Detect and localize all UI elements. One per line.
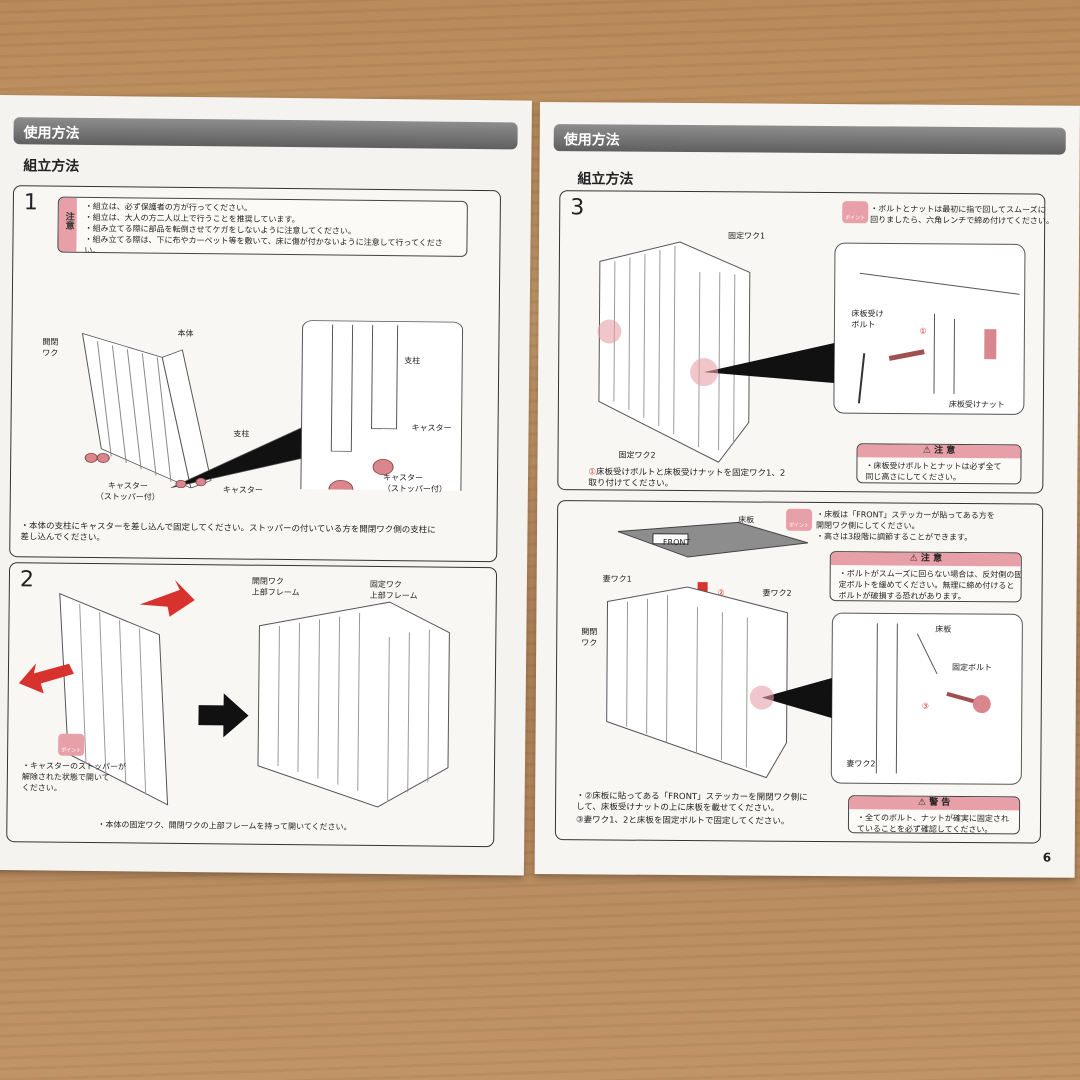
label-step-1-marker: ①: [919, 326, 927, 336]
label-caster-stopper: キャスター （ストッパー付）: [95, 481, 160, 502]
caution-label: 注意: [58, 197, 77, 252]
caution-list: ・組立は、必ず保護者の方が行ってください。 ・組立は、大人の方二人以上で行うこと…: [76, 198, 467, 256]
label-body: 本体: [177, 328, 194, 339]
label-floor-bolt: 床板受け ボルト: [851, 309, 884, 330]
label-open-frame: 開閉 ワク: [42, 337, 59, 358]
caution-title: ⚠ 注 意: [830, 552, 1021, 567]
label-floor-nut: 床板受けナット: [948, 399, 1005, 410]
instruction-text: 床板受けボルトと床板受けナットを固定ワク1、2 取り付けてください。: [588, 467, 786, 489]
section-subheader: 組立方法: [23, 158, 80, 175]
label-fixing-bolt: 固定ボルト: [952, 662, 993, 673]
step4-point: ・床板は「FRONT」ステッカーが貼ってある方を 開閉ワク側にしてください。 ・…: [815, 509, 995, 543]
label-fixed-top-frame: 固定ワク 上部フレーム: [369, 579, 418, 601]
step2-point: ・キャスターのストッパーが 解除された状態で開いて ください。: [21, 761, 127, 793]
step3-box: 3 固定ワク1 固定ワク2 床板受け ボルト ① 床板受けナット ポイント ・ボ…: [557, 190, 1054, 494]
label-fixed-frame-1: 固定ワク1: [728, 231, 766, 241]
point-icon: ポイント: [842, 201, 869, 224]
step1-box: 1 注意 ・組立は、必ず保護者の方が行ってください。 ・組立は、大人の方二人以上…: [9, 185, 502, 563]
label-end-frame-2-detail: 妻ワク2: [846, 759, 876, 769]
label-caster-detail: キャスター: [411, 423, 452, 433]
label-floorboard-detail: 床板: [935, 624, 952, 634]
section-subheader: 組立方法: [577, 171, 634, 188]
right-page: 使用方法 組立方法 3 固定ワク1 固定ワク2 床板受け ボルト ① 床板受けナ…: [534, 102, 1080, 878]
step4-caution: ⚠ 注 意・ボルトがスムーズに回らない場合は、反対側の固 定ボルトを緩めてくださ…: [829, 551, 1022, 603]
step3-instruction: ①床板受けボルトと床板受けナットを固定ワク1、2 取り付けてください。: [588, 467, 785, 490]
label-floorboard: 床板: [738, 515, 755, 525]
label-end-frame-1: 妻ワク1: [602, 574, 632, 584]
front-sticker-label: FRONT: [662, 537, 691, 548]
warning-title: ⚠ 警 告: [849, 796, 1020, 811]
caution-text: ・ボルトがスムーズに回らない場合は、反対側の固 定ボルトを緩めてください。無理に…: [838, 569, 1022, 601]
crib-opening-illustration: [18, 579, 450, 808]
label-fixed-frame-2: 固定ワク2: [618, 450, 656, 460]
step4-warning: ⚠ 警 告・全てのボルト、ナットが確実に固定され ていることを必ず確認してくださ…: [847, 795, 1021, 835]
step4-instruction-2: ・②床板に貼ってある「FRONT」ステッカーを開閉ワク側に して、床板受けナット…: [576, 791, 808, 814]
caution-text: ・床板受けボルトとナットは必ず全て 同じ高さにしてください。: [865, 461, 1002, 482]
step2-instruction: ・本体の固定ワク、開閉ワクの上部フレームを持って開いてください。: [97, 820, 352, 832]
step3-point: ・ボルトとナットは最初に指で回してスムーズに 回りましたら、六角レンチで締め付け…: [870, 204, 1054, 226]
label-open-frame: 開閉 ワク: [581, 627, 598, 648]
label-step-3-marker: ③: [921, 701, 929, 711]
crib-floorboard-illustration: [606, 521, 1023, 785]
step4-instruction-3: ③妻ワク1、2と床板を固定ボルトで固定してください。: [575, 815, 790, 827]
crib-folded-illustration: [81, 320, 464, 492]
caution-title: ⚠ 注 意: [857, 444, 1021, 459]
left-page: 使用方法 組立方法 1 注意 ・組立は、必ず保護者の方が行ってください。 ・組立…: [0, 95, 532, 876]
label-end-frame-2: 妻ワク2: [762, 588, 792, 598]
label-step-2-marker: ②: [717, 588, 725, 598]
step-number: 3: [570, 195, 585, 221]
point-icon: ポイント: [58, 733, 85, 756]
step1-instruction: ・本体の支柱にキャスターを差し込んで固定してください。ストッパーの付いている方を…: [20, 521, 436, 544]
label-post-detail: 支柱: [404, 356, 421, 366]
step4-box: FRONT 床板 妻ワク1 妻ワク2 ② 開閉 ワク 床板 固定ボルト ③ 妻ワ…: [554, 500, 1044, 844]
warning-text: ・全てのボルト、ナットが確実に固定され ていることを必ず確認してください。: [856, 813, 1009, 835]
section-header: 使用方法: [553, 124, 1066, 155]
step1-caution: 注意 ・組立は、必ず保護者の方が行ってください。 ・組立は、大人の方二人以上で行…: [57, 196, 468, 257]
step-number: 1: [23, 190, 39, 216]
label-open-top-frame: 開閉ワク 上部フレーム: [251, 576, 300, 598]
label-caster-stopper-detail: キャスター （ストッパー付）: [382, 473, 447, 494]
step3-caution: ⚠ 注 意・床板受けボルトとナットは必ず全て 同じ高さにしてください。: [856, 443, 1022, 485]
marker: ①: [588, 467, 597, 478]
caution-item: ・組み立てる際は、下に布やカーペット等を敷いて、床に傷が付かないように注意して行…: [84, 234, 443, 256]
section-header: 使用方法: [13, 117, 518, 150]
crib-bolt-illustration: [597, 241, 1026, 463]
page-number: 6: [1042, 850, 1052, 865]
step2-box: 2 開閉ワク 上部フレーム 固定ワク 上部フレーム ポイント ・キャスターのスト…: [6, 562, 498, 848]
label-caster: キャスター: [222, 485, 263, 495]
point-icon: ポイント: [786, 508, 813, 531]
label-post: 支柱: [233, 429, 250, 439]
